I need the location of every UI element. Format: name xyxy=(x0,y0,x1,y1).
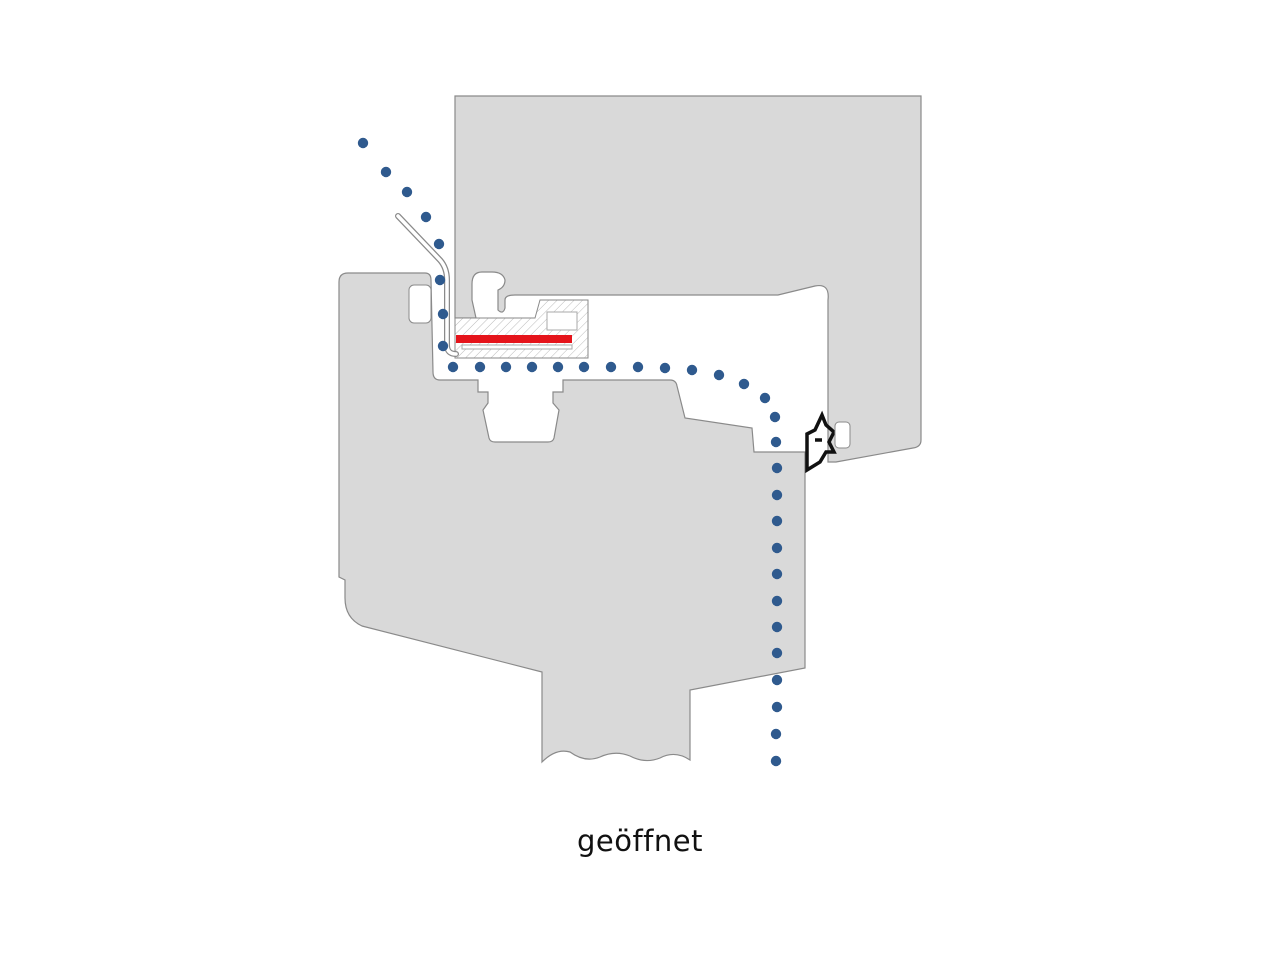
airflow-dot xyxy=(770,436,782,448)
airflow-dot xyxy=(713,369,725,381)
airflow-dot xyxy=(771,568,783,580)
airflow-dot xyxy=(770,755,782,767)
gasket-slot xyxy=(834,421,851,449)
airflow-dot xyxy=(771,489,783,501)
airflow-dot xyxy=(357,137,369,149)
airflow-dot xyxy=(771,647,783,659)
airflow-dot xyxy=(526,361,538,373)
airflow-path xyxy=(357,137,783,767)
inner-slot xyxy=(546,311,578,331)
airflow-dot xyxy=(770,728,782,740)
airflow-dot xyxy=(771,701,783,713)
airflow-dot xyxy=(578,361,590,373)
bead-channel xyxy=(461,344,573,350)
sash-profile xyxy=(454,95,922,463)
airflow-dot xyxy=(759,392,771,404)
airflow-dot xyxy=(500,361,512,373)
airflow-dot xyxy=(632,361,644,373)
airflow-dot xyxy=(401,186,413,198)
airflow-dot xyxy=(771,621,783,633)
airflow-dot xyxy=(771,674,783,686)
airflow-dot xyxy=(434,274,446,286)
gasket xyxy=(805,410,837,474)
airflow-dot xyxy=(686,364,698,376)
airflow-dot xyxy=(771,595,783,607)
airflow-dot xyxy=(420,211,432,223)
airflow-dot xyxy=(380,166,392,178)
airflow-dot xyxy=(474,361,486,373)
airflow-dot xyxy=(771,462,783,474)
frame-profile xyxy=(338,272,806,764)
airflow-dot xyxy=(659,362,671,374)
airflow-dot xyxy=(738,378,750,390)
airflow-dot xyxy=(771,515,783,527)
airflow-dot xyxy=(437,308,449,320)
airflow-dot xyxy=(433,238,445,250)
airflow-dot xyxy=(437,340,449,352)
seal-holder xyxy=(408,284,432,324)
state-caption: geöffnet xyxy=(576,824,703,858)
heating-strip xyxy=(456,335,572,343)
airflow-dot xyxy=(771,542,783,554)
airflow-dot xyxy=(605,361,617,373)
airflow-dot xyxy=(769,411,781,423)
airflow-dot xyxy=(447,361,459,373)
airflow-dot xyxy=(552,361,564,373)
